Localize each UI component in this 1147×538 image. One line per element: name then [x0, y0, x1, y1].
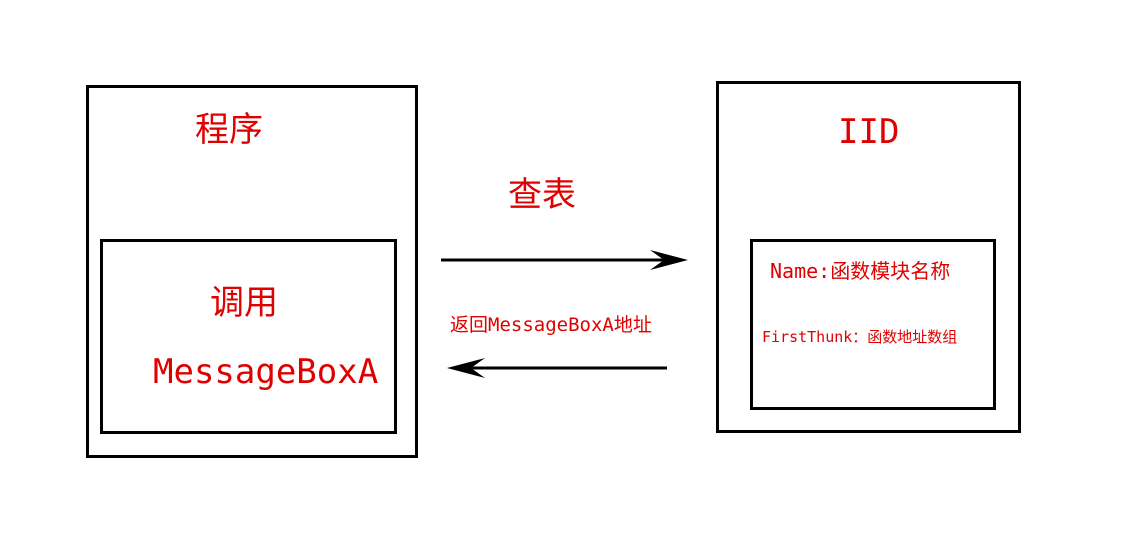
program-title: 程序: [195, 110, 263, 150]
lookup-arrow: [441, 250, 688, 270]
lookup-arrow-head: [650, 250, 688, 270]
iid-name-field: Name:函数模块名称: [770, 259, 951, 283]
lookup-arrow-label: 查表: [508, 175, 576, 215]
iid-title: IID: [838, 112, 900, 152]
return-arrow-head: [447, 358, 485, 378]
call-box: [100, 239, 397, 434]
return-arrow: [447, 358, 667, 378]
return-arrow-label: 返回MessageBoxA地址: [450, 314, 652, 336]
iid-first-thunk-field: FirstThunk：函数地址数组: [762, 328, 958, 346]
call-function-name: MessageBoxA: [153, 352, 379, 392]
call-label: 调用: [210, 283, 278, 323]
iid-fields-box: [750, 239, 996, 410]
